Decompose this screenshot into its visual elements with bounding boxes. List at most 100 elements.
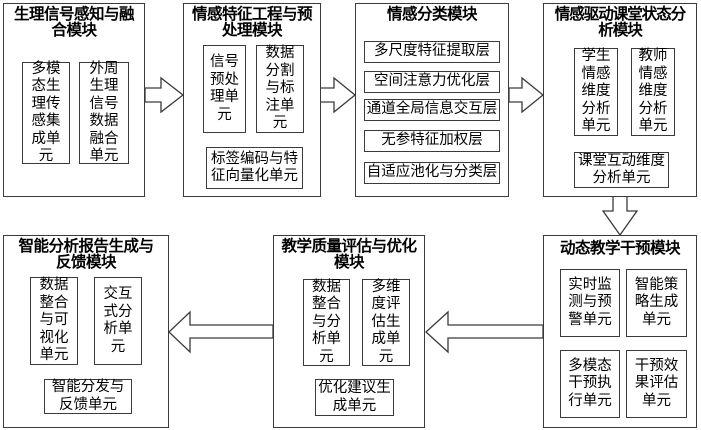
unit-student-emotion-analysis: 学生情感 维度分析 单元 xyxy=(574,48,618,136)
unit-label-line: 单元 xyxy=(581,118,611,135)
unit-label-line: 整合 xyxy=(312,296,341,313)
module-emotion-feature-engineering: 情感特征工程与预 处理模块 信号预处 理单元 数据分割 与标注单 元 标签编码与… xyxy=(183,3,321,197)
unit-realtime-monitoring-alert: 实时监测与预 警单元 xyxy=(560,269,620,337)
unit-label-line: 信号 xyxy=(210,54,239,70)
unit-data-segmentation-labeling: 数据分割 与标注单 元 xyxy=(256,45,304,133)
unit-label-line: 干预效 xyxy=(634,357,679,374)
unit-label-line: 数据 xyxy=(89,113,119,129)
unit-label: 实时监测与预 警单元 xyxy=(568,277,612,330)
unit-label-line: 单元 xyxy=(642,392,671,409)
title-line: 智能分析报告生成与 xyxy=(18,237,154,255)
unit-label-line: 教师 xyxy=(638,48,668,65)
unit-label-line: 交互 xyxy=(103,286,133,302)
unit-label-line: 态生 xyxy=(31,78,61,94)
unit-label-line: 元 xyxy=(319,348,334,365)
unit-label-line: 行单元 xyxy=(568,392,612,409)
unit-label: 干预效果评估 单元 xyxy=(635,358,679,411)
title-line: 析模块 xyxy=(598,21,643,39)
unit-label-line: 分析 xyxy=(638,100,668,117)
unit-label-line: 维度 xyxy=(638,83,668,100)
unit-label-line: 分析 xyxy=(581,100,611,117)
arrow-m6-to-m7 xyxy=(168,310,274,354)
unit-label: 智能分发与反馈单元 xyxy=(52,379,125,414)
module-intelligent-report-feedback: 智能分析报告生成与 反馈模块 数据整合 与可视化 单元 交互式分 析单元 智能分… xyxy=(3,235,169,428)
module-title: 情感分类模块 xyxy=(386,5,478,23)
unit-label-line: 征向量化单元 xyxy=(211,168,298,184)
unit-label-line: 测与预 xyxy=(568,294,612,311)
unit-label-line: 多模 xyxy=(31,60,61,77)
module-title: 生理信号感知与融 合模块 xyxy=(4,6,144,38)
unit-label-line: 反馈单元 xyxy=(59,396,117,413)
unit-label-line: 与分 xyxy=(312,313,341,330)
unit-label-line: 分割 xyxy=(265,62,295,79)
layer-spatial-attention: 空间注意力优化层 xyxy=(364,71,500,93)
layer-channel-global-interaction: 通道全局信息交互层 xyxy=(364,99,500,121)
unit-label: 多模态生 理传感集 成单元 xyxy=(32,61,61,166)
unit-multimodal-intervention-execution: 多模态干预执 行单元 xyxy=(560,350,620,418)
layer-parameter-free-weighting: 无参特征加权层 xyxy=(364,130,500,152)
module-teaching-quality-evaluation: 教学质量评估与优化 模块 数据整合 与分析单 元 多维度评 估生成单 元 优化建… xyxy=(273,235,425,428)
unit-label: 教师情感 维度分析 单元 xyxy=(639,48,668,136)
unit-label-line: 学生 xyxy=(581,48,611,65)
unit-label-line: 式分 xyxy=(103,303,133,320)
module-title: 动态教学干预模块 xyxy=(559,239,681,257)
unit-label-line: 智能分发与 xyxy=(51,379,125,395)
unit-label-line: 优化建议生 xyxy=(318,380,391,396)
unit-label-line: 信号 xyxy=(89,95,119,112)
title-line: 反馈模块 xyxy=(55,253,117,271)
unit-label-line: 与标 xyxy=(265,80,295,97)
unit-label-line: 警单元 xyxy=(568,311,612,328)
unit-data-integration-visualization: 数据整合 与可视化 单元 xyxy=(30,277,78,365)
unit-signal-preprocessing: 信号预处 理单元 xyxy=(203,45,246,133)
unit-label: 智能策略生成 单元 xyxy=(635,277,679,330)
title-line: 合模块 xyxy=(51,21,97,39)
unit-classroom-interaction-analysis: 课堂互动维度分析单元 xyxy=(574,152,669,188)
arrow-m5-to-m6 xyxy=(425,310,544,354)
unit-label-line: 维度 xyxy=(581,83,611,100)
unit-label-line: 干预执 xyxy=(568,375,612,392)
unit-label-line: 果评估 xyxy=(634,375,679,392)
unit-label-line: 预处 xyxy=(210,71,239,88)
unit-label-line: 成单 xyxy=(371,331,401,348)
unit-label: 优化建议生成单元 xyxy=(318,380,391,415)
unit-label: 多模态干预执 行单元 xyxy=(568,358,612,411)
unit-data-integration-analysis: 数据整合 与分析单 元 xyxy=(303,279,350,366)
unit-label-line: 情感 xyxy=(581,65,611,82)
unit-label-line: 元 xyxy=(217,106,232,123)
unit-label: 多维度评 估生成单 元 xyxy=(372,279,401,367)
unit-label-line: 成单元 xyxy=(332,397,377,414)
unit-label-line: 元 xyxy=(272,115,288,132)
unit-label-line: 单元 xyxy=(638,118,668,135)
arrow-m2-to-m3 xyxy=(319,76,357,114)
unit-interactive-analysis: 交互式分 析单元 xyxy=(94,277,142,365)
unit-label-line: 估生 xyxy=(371,313,401,330)
arrow-m3-to-m4 xyxy=(508,76,545,114)
unit-label-line: 成单 xyxy=(31,130,61,147)
unit-label-line: 生理 xyxy=(89,78,119,94)
unit-multimodal-sensing: 多模态生 理传感集 成单元 xyxy=(22,61,70,166)
unit-label: 课堂互动维度分析单元 xyxy=(578,153,665,188)
unit-label-line: 理单 xyxy=(210,89,239,105)
unit-intelligent-distribution-feedback: 智能分发与反馈单元 xyxy=(44,379,132,414)
unit-label-line: 智能策 xyxy=(634,276,679,293)
unit-label-line: 融合 xyxy=(89,130,119,147)
arrow-m4-to-m5 xyxy=(601,195,639,237)
layer-adaptive-pooling-classification: 自适应池化与分类层 xyxy=(364,162,500,184)
title-line: 情感特征工程与预 xyxy=(191,5,313,23)
unit-label-line: 数据 xyxy=(39,277,69,294)
unit-label-line: 与可 xyxy=(39,312,69,329)
module-physiological-signal-fusion: 生理信号感知与融 合模块 多模态生 理传感集 成单元 外周生理 信号数据 融合单… xyxy=(3,3,145,197)
module-dynamic-teaching-intervention: 动态教学干预模块 实时监测与预 警单元 智能策略生成 单元 多模态干预执 行单元… xyxy=(543,235,697,428)
unit-label-line: 多模态 xyxy=(568,357,612,374)
unit-label-line: 实时监 xyxy=(568,276,612,293)
title-line: 教学质量评估与优化 xyxy=(281,237,417,255)
unit-label-line: 元 xyxy=(110,338,126,355)
unit-label-line: 单元 xyxy=(89,148,119,164)
unit-label-line: 元 xyxy=(38,148,54,164)
unit-teacher-emotion-analysis: 教师情感 维度分析 单元 xyxy=(631,48,675,136)
unit-label-line: 单元 xyxy=(642,311,671,328)
arrow-m1-to-m2 xyxy=(144,76,185,114)
unit-label-line: 析单 xyxy=(103,321,133,337)
unit-label-line: 注单 xyxy=(265,97,295,114)
